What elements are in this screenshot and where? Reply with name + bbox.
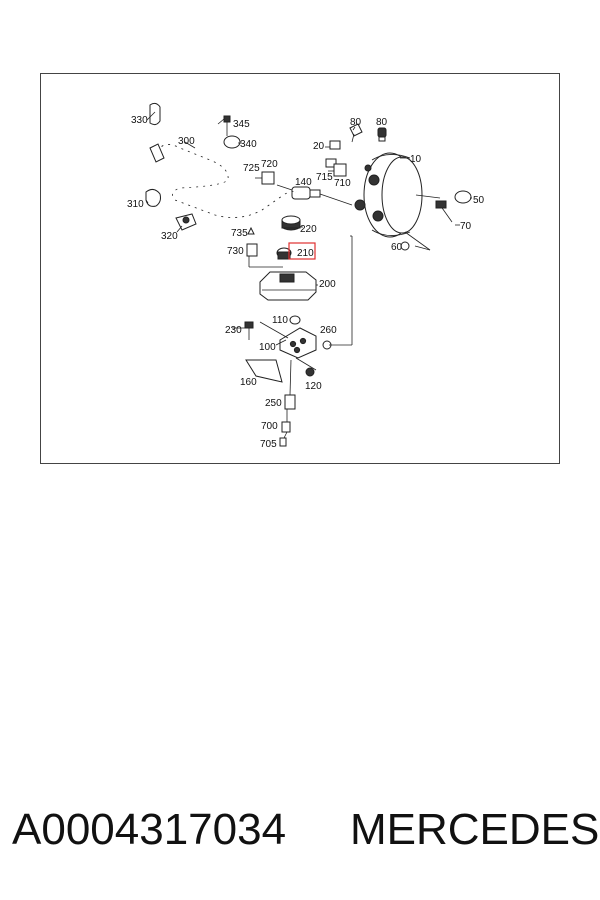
- connector-700: [281, 421, 291, 433]
- callout-260: 260: [320, 325, 337, 336]
- clip-330: [149, 102, 161, 126]
- sensor-250: [284, 394, 296, 410]
- clip-310: [145, 188, 161, 207]
- callout-10: 10: [410, 154, 422, 165]
- callout-110: 110: [272, 315, 288, 326]
- callout-730: 730: [227, 246, 244, 257]
- nut-120: [305, 367, 315, 377]
- callout-140: 140: [295, 177, 312, 188]
- highlight-box: [288, 242, 316, 260]
- fluid-reservoir: [259, 271, 317, 301]
- callout-100: 100: [259, 342, 276, 353]
- brand-name: MERCEDES: [350, 805, 600, 854]
- callout-250: 250: [265, 398, 282, 409]
- callout-345: 345: [233, 119, 250, 130]
- brake-booster: [354, 152, 441, 238]
- clamp-340: [223, 135, 241, 149]
- fitting-730: [246, 243, 258, 257]
- diagram-frame: [40, 73, 560, 464]
- callout-715: 715: [316, 172, 333, 183]
- reservoir-cap: [281, 215, 301, 231]
- callout-720: 720: [261, 159, 278, 170]
- callout-80-b: 80: [376, 117, 388, 128]
- bracket-320: [175, 213, 197, 231]
- footer: A0004317034 MERCEDES: [0, 800, 600, 860]
- callout-230: 230: [225, 325, 242, 336]
- valve-710: [328, 163, 347, 177]
- fitting-735: [247, 226, 255, 235]
- callout-70: 70: [460, 221, 472, 232]
- strainer: [276, 247, 292, 260]
- callout-330: 330: [131, 115, 148, 126]
- callout-80-a: 80: [350, 117, 362, 128]
- callout-20: 20: [313, 141, 325, 152]
- sensor-80-b: [377, 127, 387, 142]
- pushrod: [435, 200, 453, 223]
- valve-20: [325, 140, 341, 168]
- callout-710: 710: [334, 178, 351, 189]
- screw-345: [223, 115, 231, 136]
- callout-160: 160: [240, 377, 257, 388]
- seal-110: [289, 315, 301, 325]
- callout-700: 700: [261, 421, 278, 432]
- callout-735: 735: [231, 228, 248, 239]
- callout-705: 705: [260, 439, 277, 450]
- callout-725: 725: [243, 163, 260, 174]
- bracket-160: [245, 359, 283, 383]
- callout-300: 300: [178, 136, 195, 147]
- callout-120: 120: [305, 381, 322, 392]
- callout-60: 60: [391, 242, 403, 253]
- check-valve: [291, 186, 353, 206]
- leader-lines: [145, 111, 472, 439]
- clip-705: [279, 437, 287, 447]
- callout-50: 50: [473, 195, 485, 206]
- callout-210: 210: [297, 248, 314, 259]
- sensor-80-a: [349, 123, 363, 143]
- callout-310: 310: [127, 199, 144, 210]
- vacuum-hose: [149, 143, 297, 219]
- clip-720: [255, 171, 275, 185]
- callout-200: 200: [319, 279, 336, 290]
- callouts: 330 345 300 340 80 80 20 725 720 10 715 …: [127, 115, 485, 450]
- bolt-230: [244, 321, 254, 340]
- callout-320: 320: [161, 231, 178, 242]
- master-cylinder: [279, 327, 317, 359]
- part-number: A0004317034: [12, 805, 287, 854]
- nut: [400, 241, 410, 251]
- callout-340: 340: [240, 139, 257, 150]
- callout-220: 220: [300, 224, 317, 235]
- o-ring: [454, 190, 472, 204]
